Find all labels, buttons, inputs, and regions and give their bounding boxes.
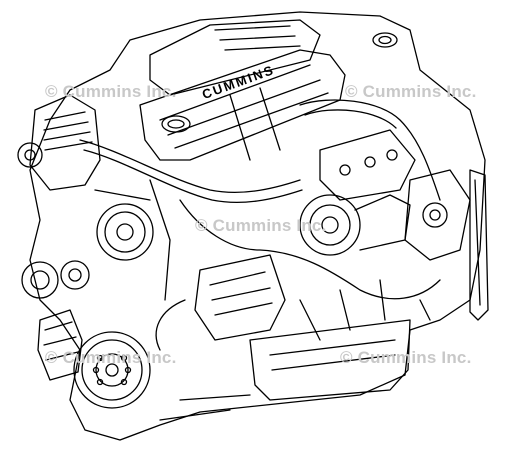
watermark-bottom-right: © Cummins Inc. [340,348,472,367]
valve-cover-ridge [159,64,329,149]
dipstick-tube [469,169,489,321]
fan-pulley [96,203,154,261]
breather-cap [372,32,398,48]
crankshaft-damper [73,331,151,409]
fuel-pump [404,169,471,261]
turbocharger [299,194,361,256]
watermark-bottom-left: © Cummins Inc. [45,348,177,367]
exhaust-manifold [319,129,416,201]
watermark-top-left: © Cummins Inc. [45,82,177,101]
intake-housing [149,19,321,96]
belt-tensioner [21,261,59,299]
oil-fill-cap [161,115,191,133]
engine-block-outline [29,11,486,441]
valve-cover [139,49,346,161]
idler-pulley [60,260,90,290]
oil-filter [37,309,83,381]
watermark-center: © Cummins Inc. [195,216,327,235]
coolant-pipe [79,139,301,194]
oil-pan [249,319,411,401]
watermark-top-right: © Cummins Inc. [345,82,477,101]
ecm-module [194,254,286,341]
alternator [29,94,101,191]
wiring-harness [179,199,441,300]
fuel-line [299,99,441,201]
